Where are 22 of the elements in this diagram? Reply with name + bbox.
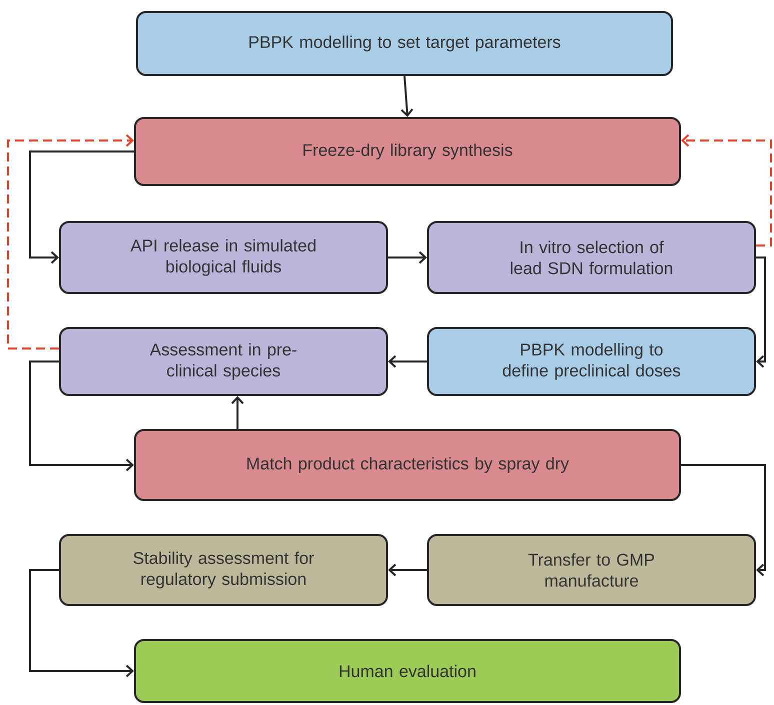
arrow xyxy=(29,569,134,678)
process-box: Stability assessment for regulatory submission xyxy=(59,534,388,606)
arrow xyxy=(29,360,134,472)
process-box: Human evaluation xyxy=(134,639,681,703)
process-box: Transfer to GMP manufacture xyxy=(427,534,756,606)
arrow xyxy=(681,464,766,576)
process-box: Match product characteristics by spray dry xyxy=(134,429,681,501)
arrow xyxy=(388,251,427,264)
process-box: API release in simulated biological fluids xyxy=(59,221,388,294)
process-box: Assessment in pre-clinical species xyxy=(59,327,388,396)
arrow xyxy=(29,150,134,264)
process-box: Freeze-dry library synthesis xyxy=(134,117,681,186)
arrow xyxy=(756,256,766,368)
arrow xyxy=(400,76,414,117)
process-box: In vitro selection of lead SDN formulation xyxy=(427,221,756,294)
arrow xyxy=(231,396,244,429)
arrow xyxy=(681,134,772,246)
arrow xyxy=(388,564,427,576)
arrow xyxy=(7,134,134,350)
process-box: PBPK modelling to define preclinical doses xyxy=(427,327,756,396)
process-box: PBPK modelling to set target parameters xyxy=(136,11,673,76)
arrow xyxy=(388,355,427,368)
